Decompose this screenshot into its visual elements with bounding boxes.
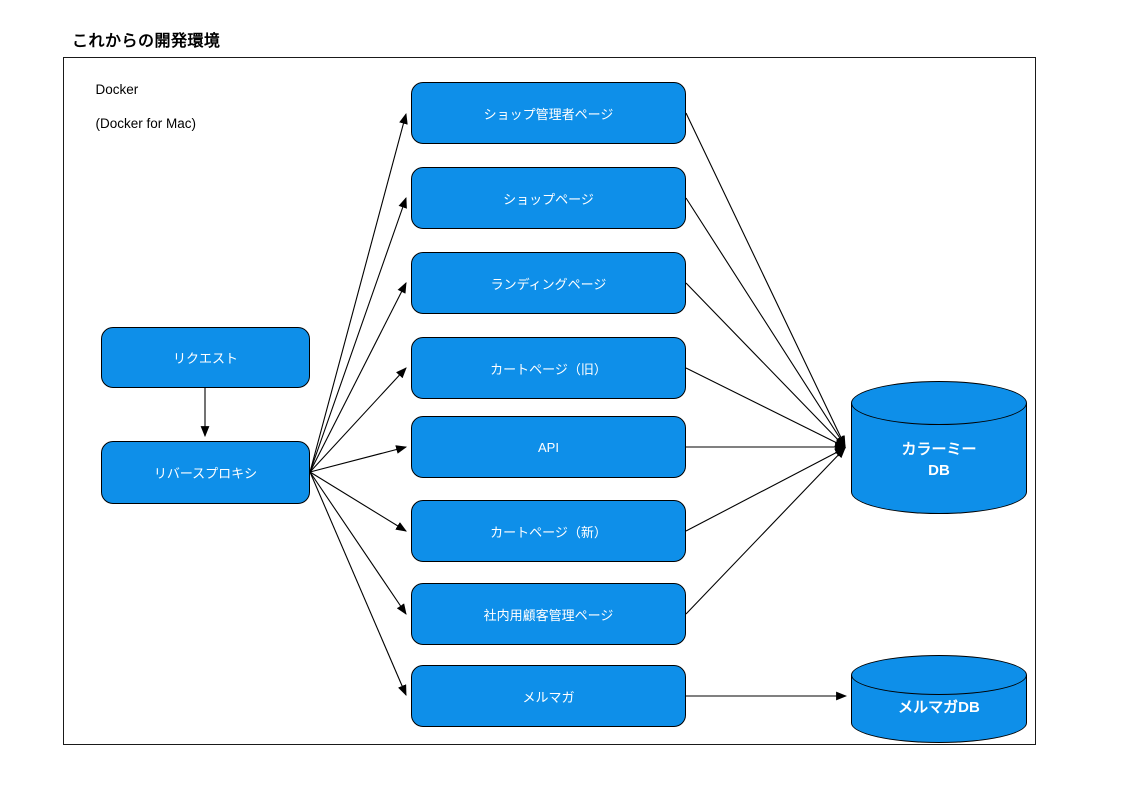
- node-shop-page-label: ショップページ: [503, 191, 594, 207]
- node-merumaga: メルマガ: [411, 665, 686, 727]
- node-internal-crm-page: 社内用顧客管理ページ: [411, 583, 686, 645]
- node-shop-admin-page: ショップ管理者ページ: [411, 82, 686, 144]
- node-merumaga-label: メルマガ: [522, 689, 575, 705]
- node-shop-page: ショップページ: [411, 167, 686, 229]
- colorme-db-label-line2: DB: [928, 461, 950, 479]
- node-landing-page: ランディングページ: [411, 252, 686, 314]
- docker-label-line2: (Docker for Mac): [95, 116, 197, 131]
- docker-label-line1: Docker: [95, 82, 139, 97]
- node-cart-page-old-label: カートページ（旧）: [490, 361, 607, 377]
- merumaga-db-cylinder: メルマガDB: [851, 655, 1027, 743]
- merumaga-db-label-line1: メルマガDB: [898, 698, 980, 716]
- node-cart-page-new: カートページ（新）: [411, 500, 686, 562]
- node-reverse-proxy: リバースプロキシ: [101, 441, 310, 504]
- node-shop-admin-page-label: ショップ管理者ページ: [483, 106, 614, 122]
- docker-container-box: Docker (Docker for Mac): [63, 57, 1036, 745]
- node-reverse-proxy-label: リバースプロキシ: [153, 466, 258, 481]
- node-request-label: リクエスト: [172, 351, 238, 366]
- node-api: API: [411, 416, 686, 478]
- colorme-db-label-line1: カラーミー: [901, 440, 977, 458]
- merumaga-db-cylinder-top: [851, 655, 1027, 695]
- colorme-db-label: カラーミー DB: [851, 381, 1027, 514]
- diagram-title: これからの開発環境: [72, 33, 221, 50]
- docker-container-label: Docker (Docker for Mac): [73, 64, 197, 149]
- colorme-db-cylinder-top: [851, 381, 1027, 425]
- node-cart-page-new-label: カートページ（新）: [490, 524, 607, 540]
- node-landing-page-label: ランディングページ: [490, 276, 607, 292]
- node-request: リクエスト: [101, 327, 310, 388]
- node-api-label: API: [538, 439, 559, 455]
- colorme-db-cylinder: カラーミー DB: [851, 381, 1027, 514]
- merumaga-db-label: メルマガDB: [851, 655, 1027, 743]
- node-cart-page-old: カートページ（旧）: [411, 337, 686, 399]
- node-internal-crm-page-label: 社内用顧客管理ページ: [483, 607, 614, 623]
